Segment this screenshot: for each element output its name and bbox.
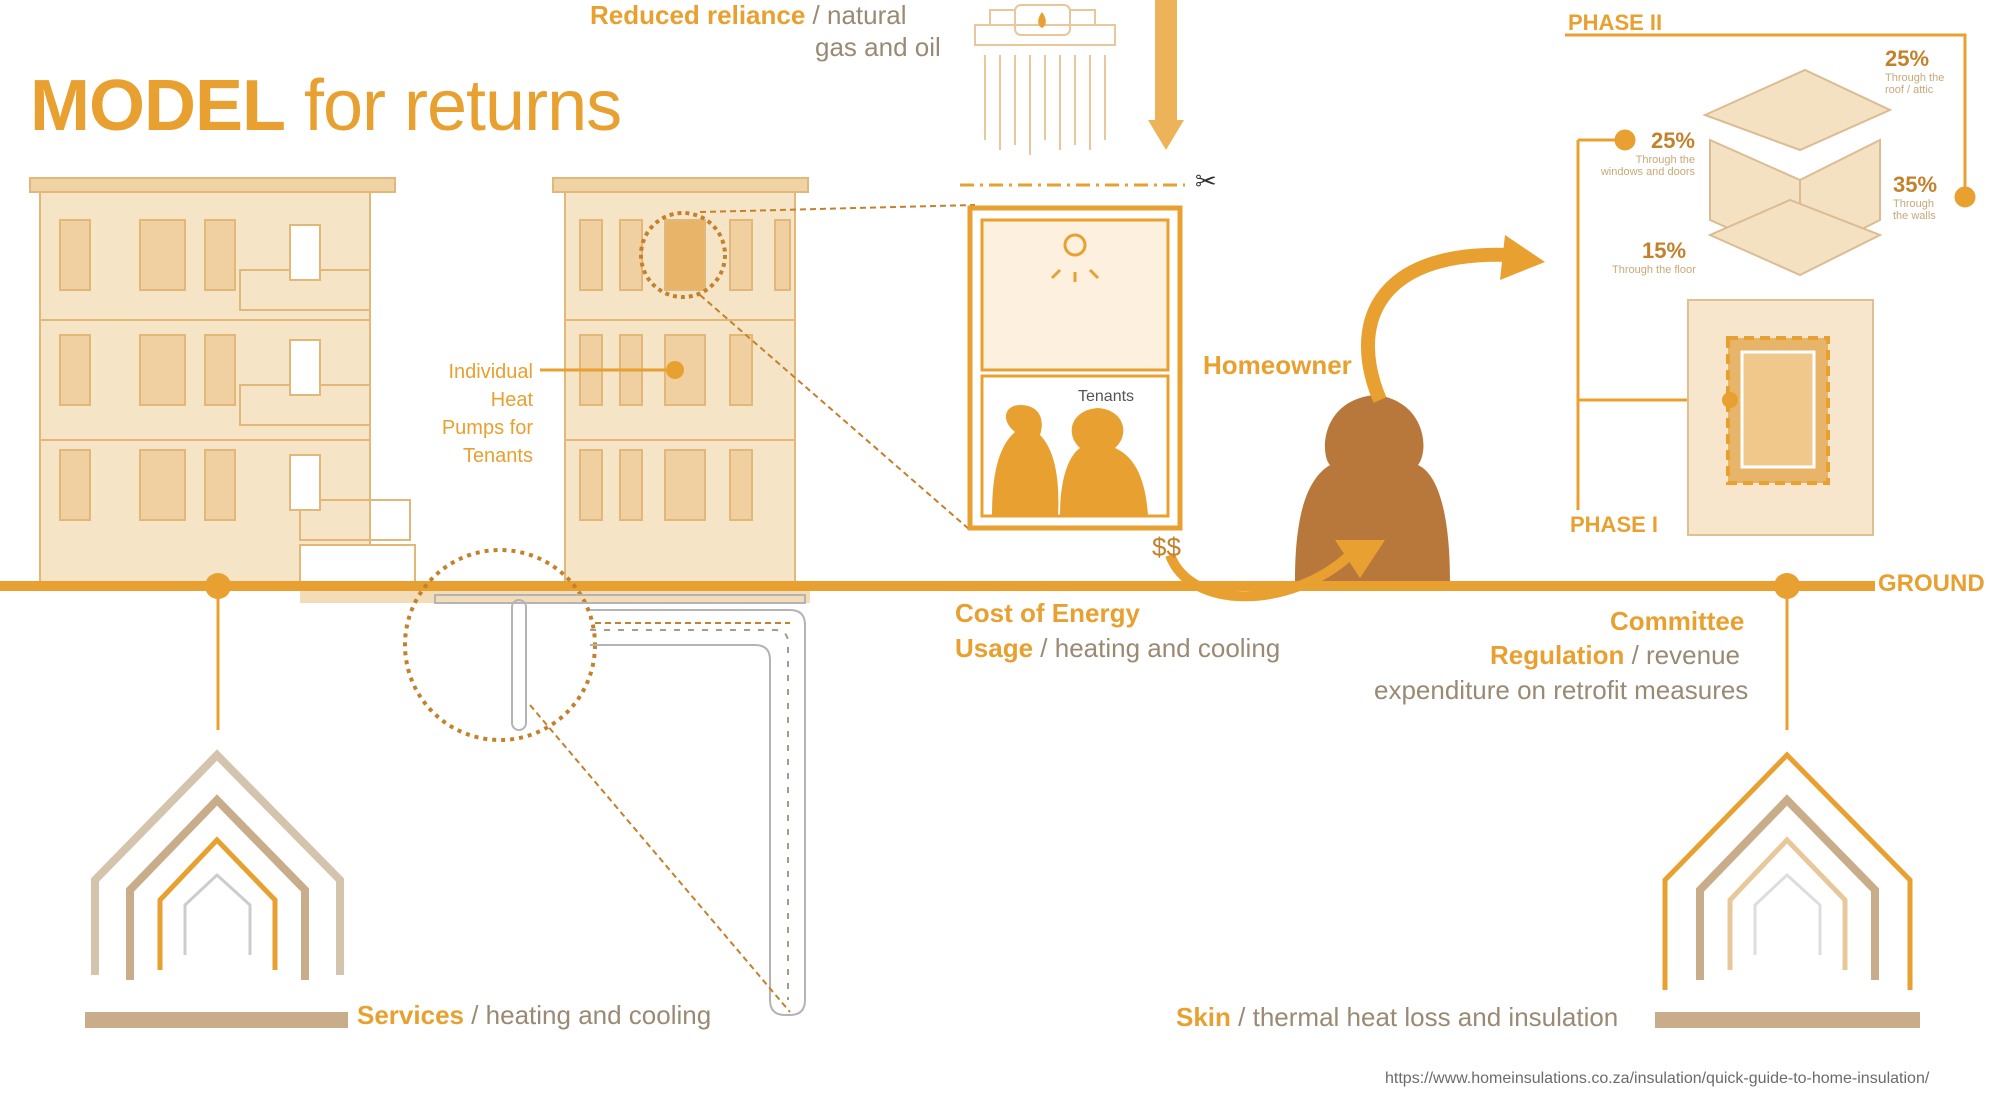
scissors-icon: ✂ bbox=[1195, 167, 1217, 197]
zoom-circle-window bbox=[639, 211, 727, 299]
money-label: $$ bbox=[1152, 532, 1181, 562]
heat-pumps-line: Pumps for bbox=[441, 417, 533, 439]
source-url[interactable]: https://www.homeinsulations.co.za/insula… bbox=[1385, 1070, 1930, 1087]
title-bold: MODEL bbox=[30, 66, 286, 146]
cost-label-line1: Cost of Energy bbox=[955, 598, 1140, 628]
cost-label-rest: / heating and cooling bbox=[1040, 633, 1281, 663]
left-building bbox=[29, 177, 416, 586]
homeowner-silhouette bbox=[1295, 395, 1450, 581]
heat-loss-note: Through the floor bbox=[1612, 264, 1696, 276]
phase2-label: PHASE II bbox=[1568, 10, 1663, 35]
reduced-reliance-label: Reduced reliance / natural bbox=[590, 0, 907, 31]
downward-arrow bbox=[1155, 0, 1177, 120]
reduced-reliance-rest: / natural bbox=[812, 0, 907, 30]
wall-with-window bbox=[1687, 299, 1874, 536]
ground-line bbox=[0, 581, 1875, 591]
cost-arrow bbox=[1165, 551, 1354, 602]
heat-loss-pct: 35% bbox=[1893, 172, 1938, 197]
heat-pumps-label: Individual Heat Pumps for Tenants bbox=[425, 358, 533, 470]
phase-bracket bbox=[1565, 33, 1976, 510]
title-rest: for returns bbox=[304, 66, 622, 146]
heat-loss-pct: 25% bbox=[1650, 128, 1695, 153]
regulation-label-line1: Committee bbox=[1610, 606, 1745, 636]
heat-loss-pct: 25% bbox=[1885, 46, 1930, 71]
heat-loss-floor: 15% Through the floor bbox=[1612, 238, 1696, 276]
regulation-label-rest: / revenue bbox=[1631, 640, 1740, 670]
heat-loss-walls: 35% Through the walls bbox=[1893, 172, 1948, 222]
tenants-label: Tenants bbox=[1078, 388, 1135, 405]
services-label-bold: Services bbox=[357, 1000, 464, 1030]
heat-pumps-line: Tenants bbox=[462, 445, 533, 467]
cost-label-bold: Usage bbox=[955, 633, 1034, 663]
regulation-label-bold: Regulation bbox=[1490, 640, 1625, 670]
tenant-window bbox=[967, 205, 1183, 531]
heat-loss-roof: 25% Through the roof / attic bbox=[1885, 46, 1945, 96]
regulation-label-line3: expenditure on retrofit measures bbox=[1374, 675, 1749, 705]
regulation-label-line2: Regulation / revenue bbox=[1490, 640, 1740, 671]
gas-pipe-icon bbox=[974, 4, 1116, 155]
heat-loss-note: Through the roof / attic bbox=[1885, 72, 1945, 96]
skin-house-icon bbox=[1655, 751, 1920, 1028]
heat-loss-pct: 15% bbox=[1642, 238, 1687, 263]
cost-label-line2: Usage / heating and cooling bbox=[955, 633, 1280, 664]
middle-building bbox=[552, 177, 809, 586]
diagram-title: MODEL for returns bbox=[30, 70, 622, 142]
heat-pump-marker bbox=[666, 361, 684, 379]
ground-label: GROUND bbox=[1878, 570, 1985, 597]
exploded-house bbox=[1702, 68, 1893, 277]
homeowner-label: Homeowner bbox=[1203, 350, 1352, 380]
phase1-label: PHASE I bbox=[1570, 512, 1659, 537]
heat-loss-windows: 25% Through the windows and doors bbox=[1600, 128, 1695, 178]
reduced-reliance-line2: gas and oil bbox=[815, 32, 941, 62]
services-label: Services / heating and cooling bbox=[357, 1000, 711, 1031]
flame-icon bbox=[1038, 12, 1046, 28]
heat-loss-note: Through the windows and doors bbox=[1600, 154, 1695, 178]
services-label-rest: / heating and cooling bbox=[471, 1000, 712, 1030]
return-arrow bbox=[1361, 247, 1511, 403]
heat-pumps-line: Heat bbox=[490, 389, 533, 411]
skin-label-bold: Skin bbox=[1176, 1002, 1231, 1032]
geothermal-loop bbox=[403, 548, 806, 1016]
services-house-icon bbox=[85, 749, 348, 1028]
skin-label-rest: / thermal heat loss and insulation bbox=[1238, 1002, 1619, 1032]
reduced-reliance-bold: Reduced reliance bbox=[590, 0, 806, 30]
heat-pumps-line: Individual bbox=[448, 361, 533, 383]
heat-loss-note: Through the walls bbox=[1893, 198, 1936, 222]
skin-label: Skin / thermal heat loss and insulation bbox=[1176, 1002, 1618, 1033]
